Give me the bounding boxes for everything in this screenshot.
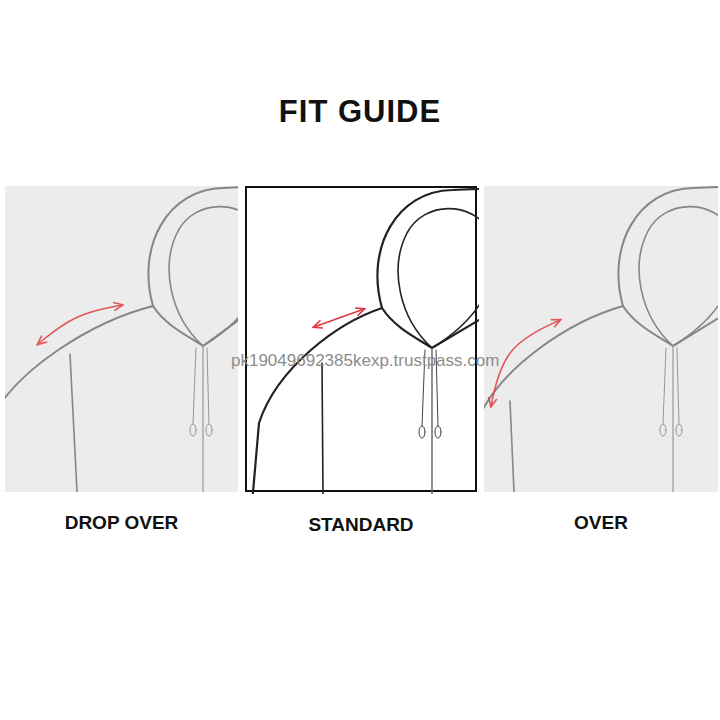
zipper-line — [202, 346, 203, 492]
hood-outline — [618, 186, 718, 306]
fit-name: DROP OVER — [0, 512, 258, 534]
fit-panel: STANDARD — [245, 186, 477, 492]
sleeve-seam — [70, 354, 77, 492]
face-opening — [639, 207, 718, 346]
fit-name: STANDARD — [227, 514, 495, 536]
watermark: pk19049692385kexp.trustpass.com — [228, 351, 502, 371]
fit-name: OVER — [464, 512, 720, 534]
hoodie-illustration — [247, 188, 479, 494]
shoulder-line — [252, 308, 382, 494]
sleeve-seam — [510, 401, 514, 492]
fit-arrow — [314, 309, 364, 327]
hoodie-illustration — [5, 186, 238, 492]
drawstring — [207, 348, 209, 424]
drawstring — [663, 348, 666, 424]
hood-edge — [382, 308, 479, 348]
zipper-line — [672, 346, 673, 492]
title: FIT GUIDE — [0, 94, 720, 130]
face-opening — [169, 207, 238, 346]
drawstring-tip — [435, 426, 441, 438]
drawstring — [193, 348, 196, 424]
drawstring-tip — [660, 424, 666, 436]
hood-outline — [148, 186, 238, 306]
drawstring-tip — [190, 424, 196, 436]
drawstring-tip — [206, 424, 212, 436]
fit-panel: DROP OVER — [5, 186, 238, 492]
hoodie-illustration — [484, 186, 718, 492]
drawstring-tip — [419, 426, 425, 438]
shoulder-line — [484, 306, 623, 492]
fit-arrow — [38, 305, 122, 344]
sleeve-seam — [322, 363, 323, 494]
hood-outline — [377, 188, 479, 308]
drawstring-tip — [676, 424, 682, 436]
hood-edge — [623, 306, 718, 346]
face-opening — [398, 209, 479, 348]
hood-edge — [153, 306, 238, 346]
fit-panel: OVER — [484, 186, 718, 492]
fit-arrow — [491, 320, 560, 406]
shoulder-line — [5, 306, 153, 492]
drawstring — [677, 348, 679, 424]
